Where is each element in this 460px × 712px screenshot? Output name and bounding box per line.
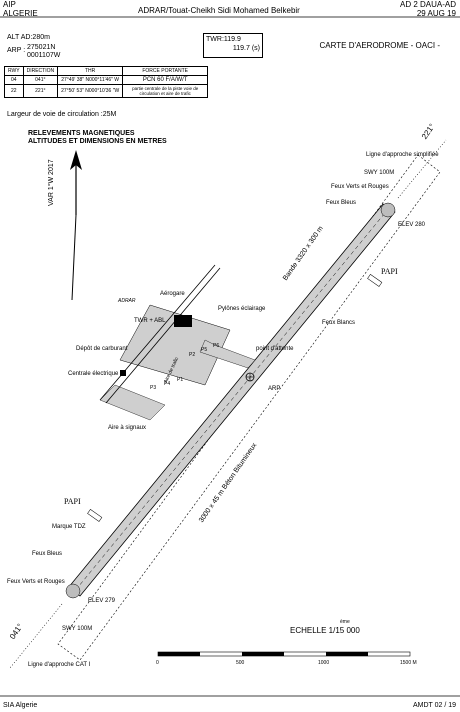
scale-tick-500: 500 bbox=[236, 660, 245, 666]
holding-point-p5: P5 bbox=[201, 347, 208, 353]
holding-point-p3: P3 bbox=[150, 385, 157, 391]
feux-bleus-22-label: Feux Bleus bbox=[326, 200, 357, 206]
elev-280-label: ELEV 280 bbox=[398, 222, 426, 228]
table-row: 22 221° 27°50' 53" N000°10'36 "W partie … bbox=[4, 84, 209, 98]
header-aip-line2: ALGERIE bbox=[3, 9, 38, 18]
arp-label: ARP : bbox=[7, 47, 26, 54]
scale-ordinal: ème bbox=[340, 619, 350, 625]
arp-lon: 0001107W bbox=[27, 52, 61, 59]
chart-notes: RELEVEMENTS MAGNETIQUES ALTITUDES ET DIM… bbox=[28, 130, 167, 146]
cell-thr: 27°50' 53" N000°10'36 "W bbox=[57, 84, 124, 98]
header-ref-line2: 29 AUG 19 bbox=[416, 9, 456, 18]
pylones-label: Pylônes éclairage bbox=[218, 306, 266, 312]
holding-point-p2: P2 bbox=[189, 352, 196, 358]
papi-22-icon bbox=[367, 273, 383, 287]
arp-lat: 275021N bbox=[27, 44, 56, 51]
notes-line2: ALTITUDES ET DIMENSIONS EN METRES bbox=[28, 138, 167, 145]
papi-04-icon bbox=[87, 508, 103, 522]
header-ref: AD 2 DAUA-AD 29 AUG 19 bbox=[400, 0, 456, 18]
footer-amendment: AMDT 02 / 19 bbox=[412, 702, 456, 709]
header-ref-line1: AD 2 DAUA-AD bbox=[399, 0, 456, 9]
north-arrow-icon bbox=[70, 150, 82, 301]
signal-area bbox=[99, 384, 166, 421]
access-road bbox=[99, 264, 216, 401]
approach-line-22 bbox=[397, 139, 447, 199]
terminal-building bbox=[174, 315, 192, 327]
feux-verts-22-label: Feux Verts et Rouges bbox=[331, 184, 389, 190]
scale-tick-0: 0 bbox=[156, 660, 159, 666]
runway-strip bbox=[57, 154, 441, 661]
taxiway-width: Largeur de voie de circulation :25M bbox=[7, 111, 117, 118]
adrar-road-label: ADRAR bbox=[118, 298, 136, 304]
approach-cat-label: Ligne d'approche CAT I bbox=[28, 662, 91, 668]
swy-22-label: SWY 100M bbox=[364, 170, 395, 176]
centrale-label: Centrale électrique bbox=[68, 371, 119, 377]
scale-label: ECHELLE 1/15 000 bbox=[290, 626, 360, 635]
notes-line1: RELEVEMENTS MAGNETIQUES bbox=[28, 130, 135, 137]
marque-tdz-label: Marque TDZ bbox=[52, 524, 86, 530]
header-aip-line1: AIP bbox=[3, 0, 16, 9]
magnetic-variation: VAR 1°W 2017 bbox=[48, 159, 55, 206]
scale-tick-1500: 1500 M bbox=[400, 660, 417, 666]
header-aip: AIP ALGERIE bbox=[3, 0, 38, 18]
feux-blancs-label: Feux Blancs bbox=[322, 320, 356, 326]
chart-title: CARTE D'AERODROME - OACI - bbox=[319, 41, 441, 50]
cell-force: partie centrale de la piste voie de circ… bbox=[122, 84, 209, 98]
taxiway-connector bbox=[199, 339, 256, 369]
approach-simple-label: Ligne d'approche simplifiée bbox=[366, 152, 439, 158]
aerogare-label: Aérogare bbox=[160, 291, 185, 297]
twr-freq-1: TWR:119.9 bbox=[206, 36, 241, 43]
runway-table: RWY DIRECTION THR FORCE PORTANTE 04 041°… bbox=[4, 66, 209, 98]
turn-pad-22 bbox=[380, 202, 396, 218]
aire-signaux-label: Aire à signaux bbox=[108, 425, 147, 431]
twr-abs-label: TWR + ABL bbox=[134, 318, 166, 324]
papi-04-label: PAPI bbox=[64, 497, 81, 506]
depot-label: Dépôt de carburant bbox=[76, 346, 128, 352]
swy-04-label: SWY 100M bbox=[62, 626, 93, 632]
papi-22-label: PAPI bbox=[381, 267, 398, 276]
holding-point-p4: P4 bbox=[164, 381, 171, 387]
feux-bleus-04-label: Feux Bleus bbox=[32, 551, 63, 557]
aerodrome-altitude: ALT AD:280m bbox=[7, 34, 50, 41]
runway-centreline bbox=[73, 207, 390, 593]
scale-bar bbox=[157, 651, 411, 657]
arp-coordinates: 275021N 0001107W bbox=[27, 44, 60, 60]
elev-279-label: ELEV 279 bbox=[88, 598, 116, 604]
twr-frequency-box: TWR:119.9 119.7 (s) bbox=[203, 33, 263, 58]
feux-verts-04-label: Feux Verts et Rouges bbox=[7, 579, 65, 585]
twr-freq-2: 119.7 (s) bbox=[232, 45, 260, 52]
footer-source: SIA Algerie bbox=[3, 702, 38, 709]
holding-point-p6: P6 bbox=[213, 343, 220, 349]
holding-point-p1: P1 bbox=[177, 377, 184, 383]
access-road bbox=[105, 267, 221, 404]
turn-pad-04 bbox=[65, 583, 81, 599]
apron bbox=[119, 304, 231, 386]
aerodrome-name: ADRAR/Touat-Cheikh Sidi Mohamed Belkebir bbox=[138, 6, 300, 15]
scale-tick-1000: 1000 bbox=[318, 660, 330, 666]
point-attente-label: point d'attente bbox=[256, 346, 294, 352]
arp-map-label: ARP bbox=[268, 386, 281, 392]
